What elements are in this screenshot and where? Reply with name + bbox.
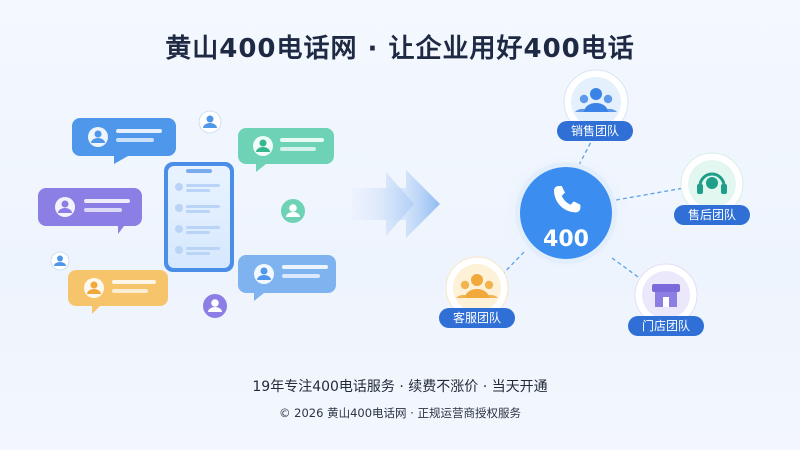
tagline: 19年专注400电话服务 · 续费不涨价 · 当天开通 — [252, 379, 548, 395]
headset-icon — [697, 172, 727, 194]
team-icon — [575, 88, 617, 112]
copyright: © 2026 黄山400电话网 · 正规运营商授权服务 — [279, 406, 521, 420]
team-label-customer-service: 客服团队 — [453, 310, 501, 325]
forward-arrow-icon — [352, 170, 440, 238]
team-store: 门店团队 — [628, 263, 704, 336]
chat-bubble-blue — [72, 118, 176, 164]
team-label-after-sales: 售后团队 — [688, 207, 736, 222]
team-icon — [456, 274, 498, 298]
team-sales: 销售团队 — [557, 69, 633, 141]
avatar-icon — [203, 294, 227, 318]
chat-bubble-blue-right — [238, 255, 336, 301]
page-title: 黄山400电话网 · 让企业用好400电话 — [165, 34, 635, 64]
avatar-icon — [281, 199, 305, 223]
team-customer-service: 客服团队 — [439, 256, 515, 328]
hub-number: 400 — [543, 227, 589, 252]
chat-bubble-orange — [68, 270, 168, 314]
hub-400: 400 — [502, 149, 630, 277]
team-label-sales: 销售团队 — [571, 123, 619, 138]
team-label-store: 门店团队 — [642, 318, 690, 333]
chat-bubble-green — [238, 128, 334, 172]
avatar-icon — [198, 110, 222, 134]
phone-icon — [554, 186, 581, 213]
chat-bubble-purple — [38, 188, 142, 234]
store-icon — [652, 284, 680, 307]
avatar-icon — [50, 251, 70, 271]
smartphone-icon — [164, 162, 234, 272]
team-after-sales: 售后团队 — [674, 152, 750, 225]
